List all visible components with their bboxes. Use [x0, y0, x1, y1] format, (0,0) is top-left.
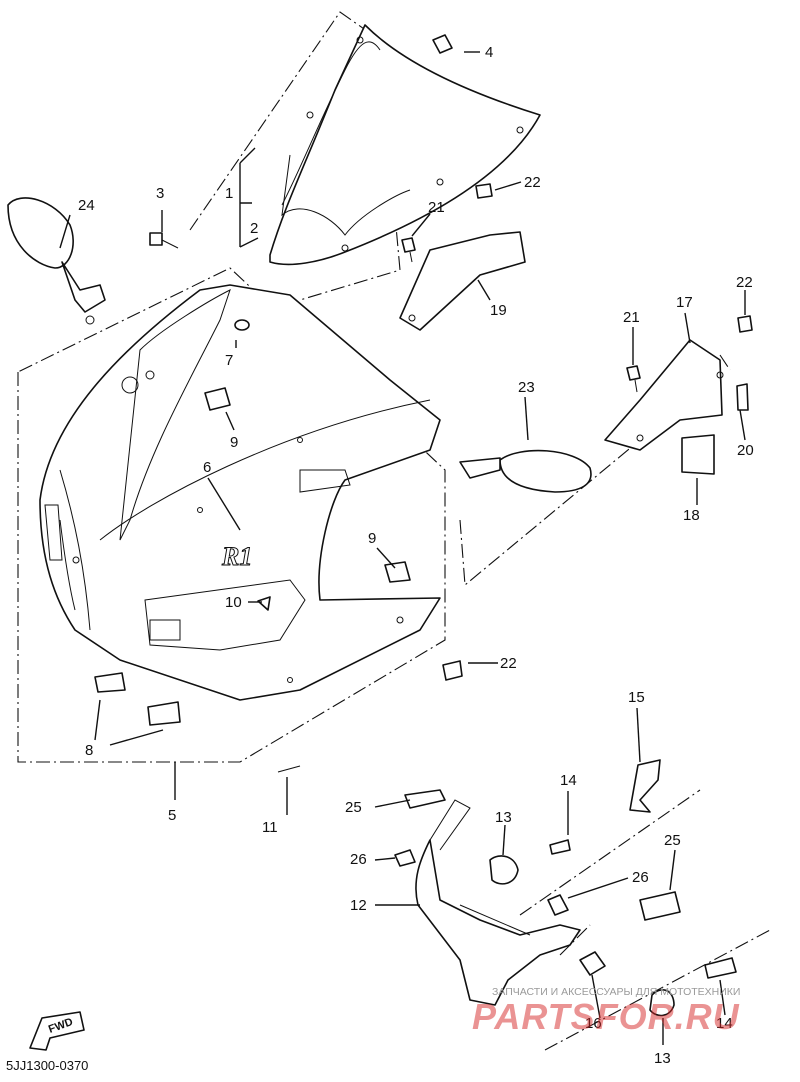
- callout-11: 11: [262, 819, 278, 836]
- small-parts: [94, 34, 753, 773]
- callout-9b: 9: [368, 530, 376, 547]
- callout-14a: 14: [560, 772, 577, 789]
- callout-22c: 22: [500, 655, 517, 672]
- watermark-subtitle: ЗАПЧАСТИ И АКСЕССУАРЫ ДЛЯ МОТОТЕХНИКИ: [492, 986, 741, 998]
- callout-13b: 13: [654, 1050, 671, 1067]
- callout-20: 20: [737, 442, 754, 459]
- callout-25b: 25: [664, 832, 681, 849]
- fwd-direction-badge: FWD: [29, 1011, 85, 1051]
- callout-21b: 21: [623, 309, 640, 326]
- callout-8: 8: [85, 742, 93, 759]
- callout-22b: 22: [736, 274, 753, 291]
- callout-7: 7: [225, 352, 233, 369]
- callout-14b: 14: [716, 1015, 733, 1032]
- cover-panel-17: [604, 339, 724, 451]
- callout-13a: 13: [495, 809, 512, 826]
- cowling-stay: [394, 759, 737, 1017]
- upper-cowling: R1: [39, 284, 441, 701]
- callout-22a: 22: [524, 174, 541, 191]
- callout-23: 23: [518, 379, 535, 396]
- callout-6: 6: [203, 459, 211, 476]
- callout-2: 2: [250, 220, 258, 237]
- callout-24: 24: [78, 197, 95, 214]
- callout-26b: 26: [632, 869, 649, 886]
- svg-text:R1: R1: [221, 542, 252, 571]
- callout-3: 3: [156, 185, 164, 202]
- callout-12: 12: [350, 897, 367, 914]
- callout-18: 18: [683, 507, 700, 524]
- cover-panel-19: [399, 231, 526, 331]
- callout-21a: 21: [428, 199, 445, 216]
- callout-5: 5: [168, 807, 176, 824]
- mirror-right: [459, 449, 592, 493]
- callout-10: 10: [225, 594, 242, 611]
- mirror-left: [7, 197, 106, 325]
- callout-4: 4: [485, 44, 493, 61]
- windscreen: [269, 24, 541, 266]
- callout-9a: 9: [230, 434, 238, 451]
- callout-26a: 26: [350, 851, 367, 868]
- callout-25a: 25: [345, 799, 362, 816]
- callout-16: 16: [585, 1015, 602, 1032]
- leader-lines: [59, 51, 746, 1045]
- watermark-logo: PARTSFOR.RU: [472, 996, 740, 1037]
- document-code: 5JJ1300-0370: [6, 1058, 89, 1073]
- callout-1: 1: [225, 185, 233, 202]
- callout-19: 19: [490, 302, 507, 319]
- callout-15: 15: [628, 689, 645, 706]
- callout-17: 17: [676, 294, 693, 311]
- callout-labels: 1 2 3 4 5 6 7 8 9 9 10 11 12 13 13 14 14…: [78, 44, 754, 1067]
